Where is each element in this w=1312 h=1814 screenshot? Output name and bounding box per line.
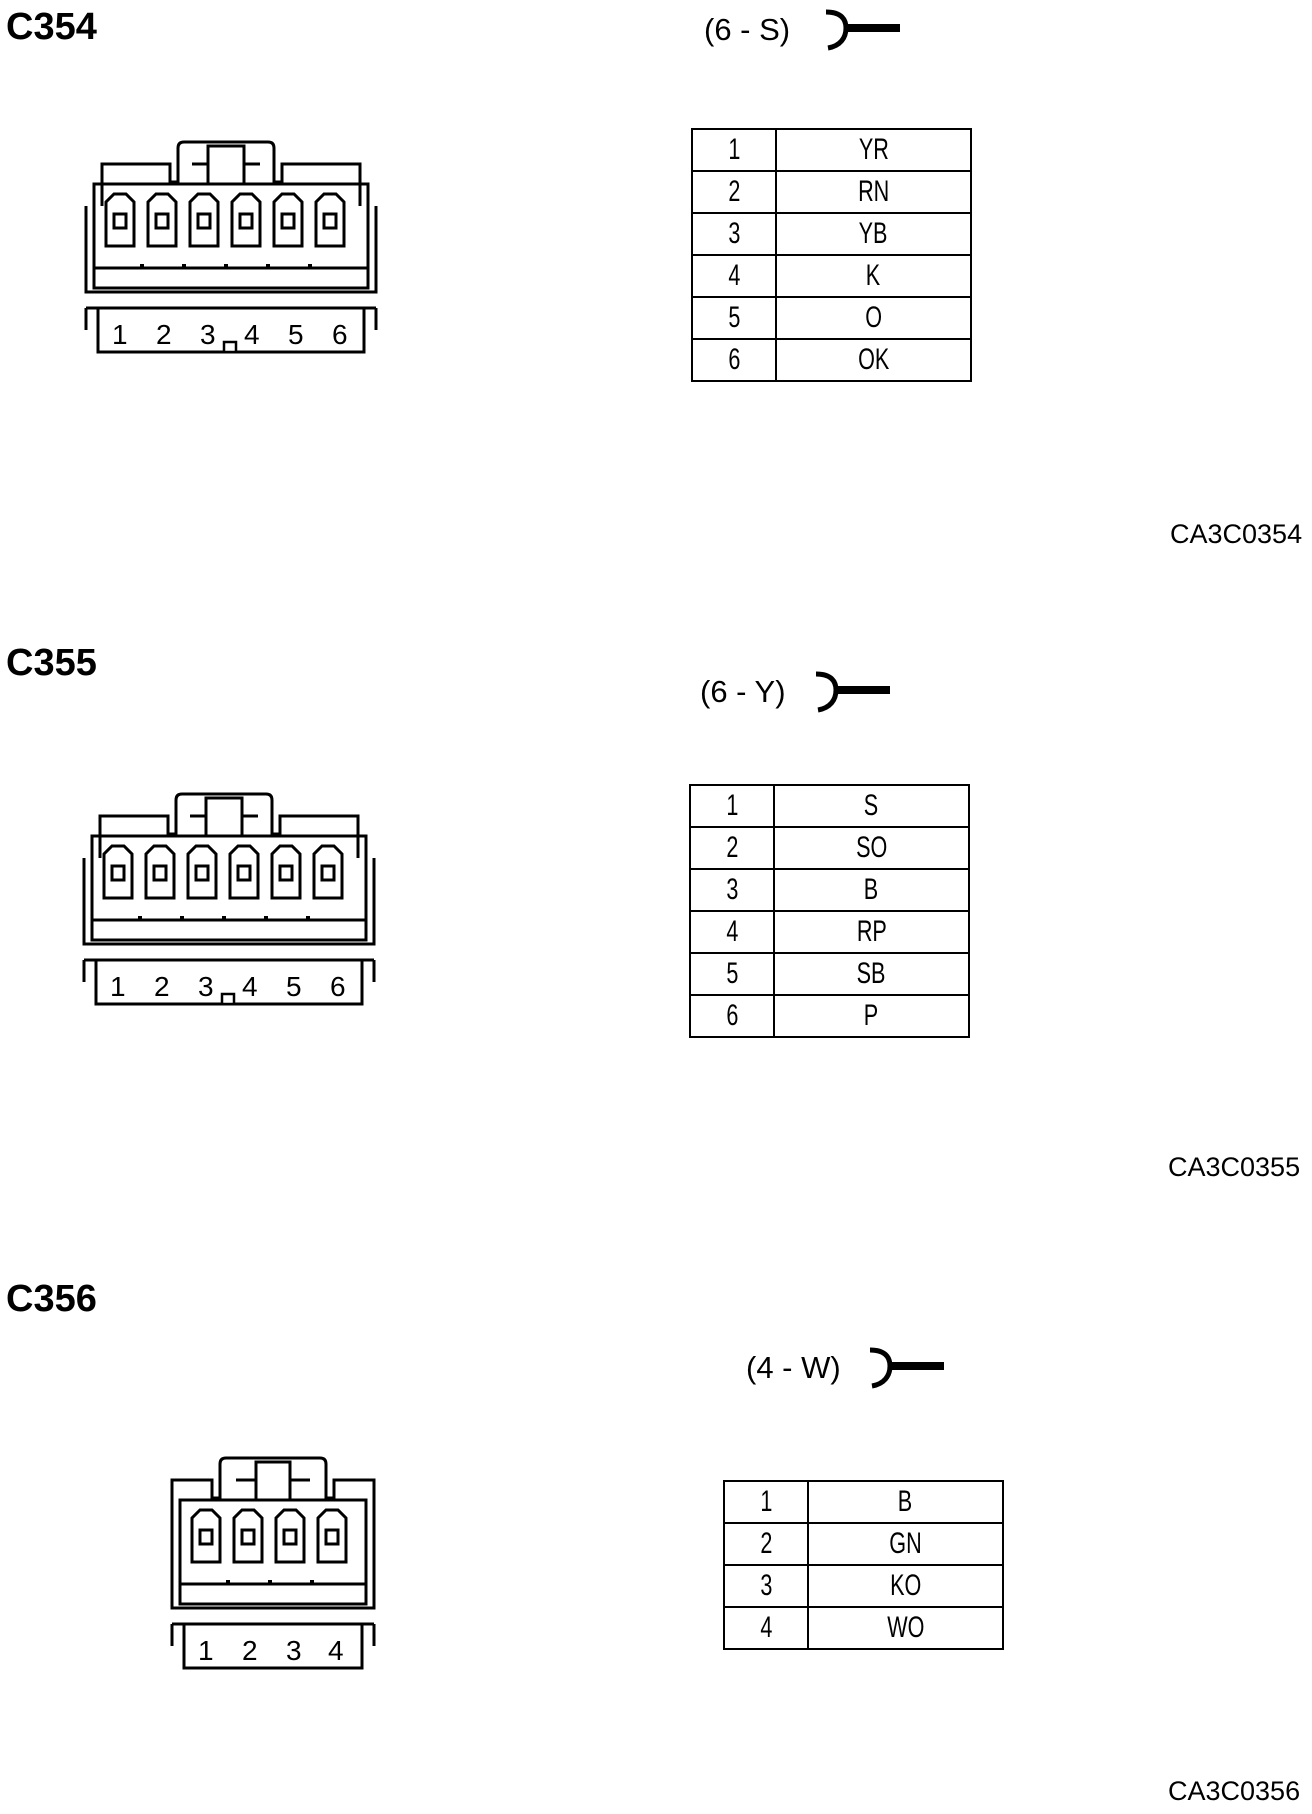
wire-color: P <box>773 994 970 1038</box>
face-pin-number: 2 <box>154 971 170 1002</box>
diagram-code: CA3C0354 <box>1170 519 1303 549</box>
face-pin-number: 3 <box>200 319 216 350</box>
face-pin-number: 6 <box>332 319 348 350</box>
connector-id: C354 <box>6 6 97 48</box>
pin-number: 1 <box>691 128 777 172</box>
connector-face-6-pin: 1 2 3 4 5 6 <box>84 140 378 354</box>
pin-number: 5 <box>689 952 775 996</box>
pin-number: 3 <box>723 1564 809 1608</box>
wire-color: S <box>773 784 970 828</box>
wire-color: RN <box>775 170 972 214</box>
wire-color: SO <box>773 826 970 870</box>
wire-color: RP <box>773 910 970 954</box>
wire-color: GN <box>807 1522 1004 1566</box>
face-pin-number: 1 <box>198 1635 214 1666</box>
pin-number: 5 <box>691 296 777 340</box>
face-pin-number: 2 <box>156 319 172 350</box>
pin-number: 6 <box>689 994 775 1038</box>
pin-number: 4 <box>689 910 775 954</box>
wire-harness-icon <box>815 671 890 713</box>
wire-color: SB <box>773 952 970 996</box>
wire-color: WO <box>807 1606 1004 1650</box>
diagram-code: CA3C0356 <box>1168 1776 1301 1806</box>
connector-face-6-pin: 1 2 3 4 5 6 <box>82 792 376 1006</box>
face-pin-number: 4 <box>242 971 258 1002</box>
wire-harness-icon <box>869 1347 944 1389</box>
face-pin-number: 1 <box>110 971 126 1002</box>
pin-number: 2 <box>691 170 777 214</box>
pin-number: 4 <box>723 1606 809 1650</box>
pin-number: 6 <box>691 338 777 382</box>
wire-color: KO <box>807 1564 1004 1608</box>
face-pin-number: 4 <box>328 1635 344 1666</box>
face-pin-number: 3 <box>198 971 214 1002</box>
face-pin-number: 6 <box>330 971 346 1002</box>
pin-number: 4 <box>691 254 777 298</box>
wire-color: YB <box>775 212 972 256</box>
face-pin-number: 3 <box>286 1635 302 1666</box>
pin-number: 2 <box>723 1522 809 1566</box>
wire-color: B <box>807 1480 1004 1524</box>
pin-number: 1 <box>689 784 775 828</box>
face-pin-number: 5 <box>288 319 304 350</box>
pin-number: 1 <box>723 1480 809 1524</box>
face-pin-number: 5 <box>286 971 302 1002</box>
wire-color: YR <box>775 128 972 172</box>
wire-color: OK <box>775 338 972 382</box>
connector-face-4-pin: 1 2 3 4 <box>170 1456 376 1670</box>
face-pin-number: 1 <box>112 319 128 350</box>
pin-number: 2 <box>689 826 775 870</box>
wire-color: K <box>775 254 972 298</box>
wire-color: B <box>773 868 970 912</box>
diagram-code: CA3C0355 <box>1168 1152 1301 1182</box>
face-pin-number: 4 <box>244 319 260 350</box>
face-pin-number: 2 <box>242 1635 258 1666</box>
connector-spec: (4 - W) <box>746 1350 841 1385</box>
wire-harness-icon <box>825 9 900 51</box>
connector-spec: (6 - Y) <box>700 674 786 709</box>
pin-number: 3 <box>691 212 777 256</box>
wire-color: O <box>775 296 972 340</box>
pin-number: 3 <box>689 868 775 912</box>
connector-id: C355 <box>6 642 97 684</box>
connector-id: C356 <box>6 1278 97 1320</box>
connector-spec: (6 - S) <box>704 12 791 47</box>
connector-section-c354: C354 (6 - S) 1 2 3 4 5 <box>0 0 1312 560</box>
